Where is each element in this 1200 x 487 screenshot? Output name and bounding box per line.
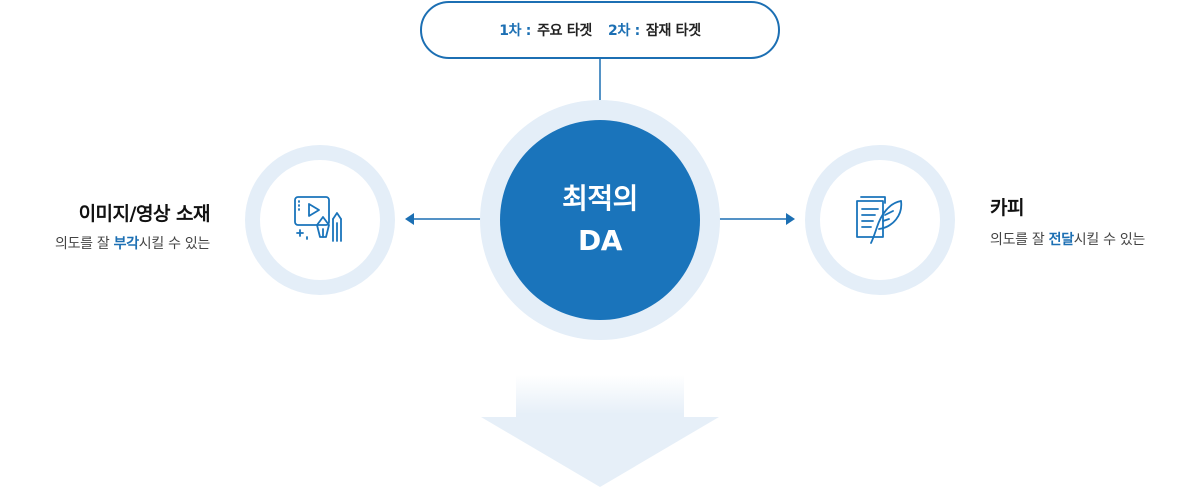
right-desc-suffix: 시킬 수 있는: [1073, 232, 1146, 248]
center-node: 최적의 DA: [500, 120, 700, 320]
center-line-1: 최적의: [562, 182, 638, 215]
secondary-target-value: 잠재 타겟: [645, 23, 701, 39]
video-pen-icon: [294, 196, 342, 242]
down-arrow-icon: [481, 375, 719, 487]
right-node: [820, 160, 940, 280]
left-connector-arrowhead: [405, 213, 414, 225]
primary-target-value: 주요 타겟: [537, 23, 592, 39]
left-node-halo: [245, 145, 395, 295]
right-desc-prefix: 의도를 잘: [990, 232, 1049, 248]
left-desc-prefix: 의도를 잘: [55, 236, 114, 252]
left-node-desc: 의도를 잘 부각시킬 수 있는: [55, 233, 210, 253]
target-pill: 1차 : 주요 타겟 2차 : 잠재 타겟: [420, 1, 780, 59]
center-line-2: DA: [578, 224, 622, 257]
secondary-target-label: 2차 :: [608, 23, 640, 39]
right-node-title: 카피: [990, 197, 1024, 219]
secondary-target: 2차 : 잠재 타겟: [608, 20, 701, 40]
left-desc-highlight: 부각: [113, 236, 139, 252]
right-desc-highlight: 전달: [1048, 232, 1074, 248]
right-node-halo: [805, 145, 955, 295]
left-desc-suffix: 시킬 수 있는: [138, 236, 211, 252]
primary-target: 1차 : 주요 타겟: [499, 20, 592, 40]
right-node-desc: 의도를 잘 전달시킬 수 있는: [990, 229, 1145, 249]
left-node: [260, 160, 380, 280]
left-node-title: 이미지/영상 소재: [78, 203, 211, 225]
primary-target-label: 1차 :: [499, 23, 532, 39]
document-quill-icon: [856, 196, 903, 244]
right-connector-arrowhead: [786, 213, 795, 225]
